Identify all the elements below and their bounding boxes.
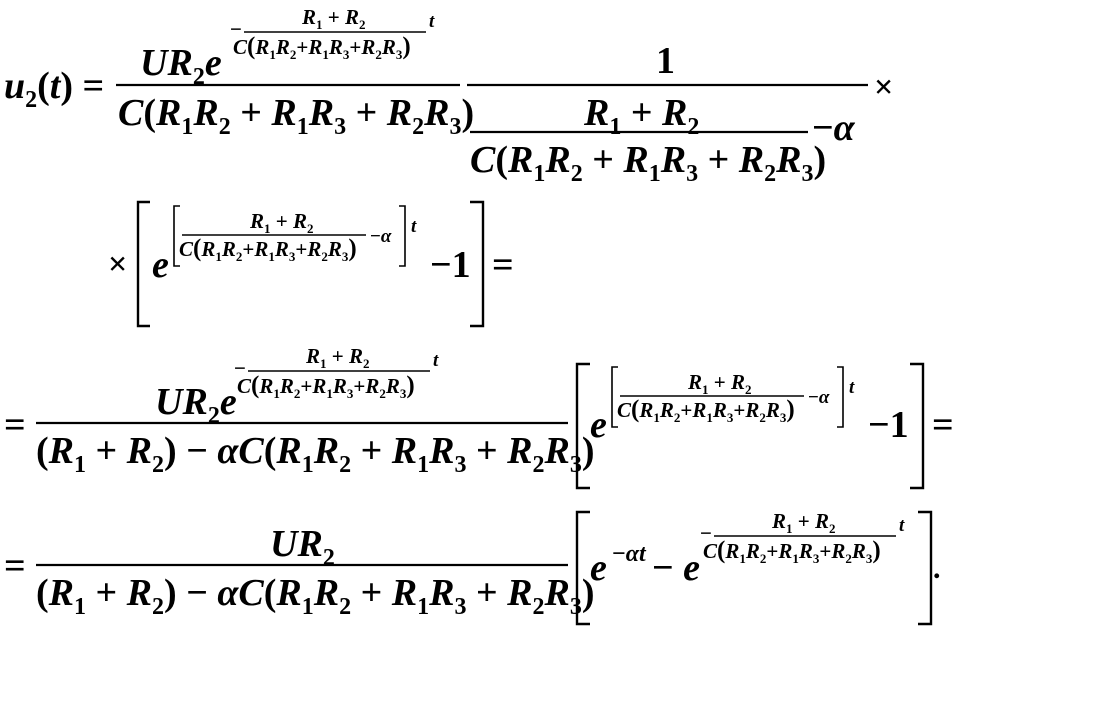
svg-text:=: = xyxy=(4,404,26,446)
svg-text:×: × xyxy=(108,246,127,283)
svg-text:e: e xyxy=(590,404,607,446)
equation-line-4: = UR2 e −αt − e . xyxy=(4,509,941,626)
svg-text:−1: −1 xyxy=(868,404,909,446)
svg-text:=: = xyxy=(492,244,514,286)
fraction-2: 1 R1 + R2 −α xyxy=(467,40,868,187)
svg-text:e: e xyxy=(152,244,169,286)
svg-text:.: . xyxy=(933,552,941,585)
svg-text:R1 + R2: R1 + R2 xyxy=(583,92,699,140)
equation-line-1: u2(t) = 1 R1 + R2 −α × xyxy=(4,5,893,187)
svg-text:=: = xyxy=(932,404,954,446)
fraction-4: UR2 xyxy=(36,523,595,620)
svg-text:UR2: UR2 xyxy=(270,523,335,571)
svg-text:e: e xyxy=(590,547,607,589)
svg-text:×: × xyxy=(874,69,893,106)
svg-text:u2(t) =: u2(t) = xyxy=(4,65,104,113)
svg-text:−αt: −αt xyxy=(612,541,647,567)
svg-text:1: 1 xyxy=(656,40,675,82)
equation-line-3: = e −1 = xyxy=(4,344,954,490)
svg-text:−1: −1 xyxy=(430,244,471,286)
svg-text:− e: − e xyxy=(652,547,700,589)
svg-text:=: = xyxy=(4,545,26,587)
svg-text:−α: −α xyxy=(812,107,856,149)
fraction-3 xyxy=(36,344,595,478)
equation-line-2: × e −1 = xyxy=(108,200,514,328)
fraction-1 xyxy=(116,5,475,140)
